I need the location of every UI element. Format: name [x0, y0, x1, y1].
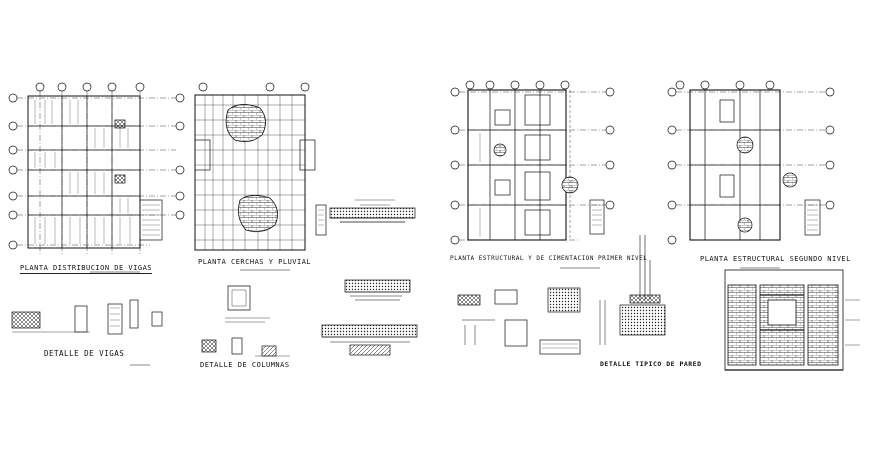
grid-axis-bubble: [8, 82, 185, 250]
second-level-plan: [667, 80, 835, 245]
second-level-title: PLANTA ESTRUCTURAL SEGUNDO NIVEL: [700, 255, 851, 263]
column-detail-title: DETALLE DE COLUMNAS: [200, 361, 290, 369]
beam-detail-title: DETALLE DE VIGAS: [44, 349, 125, 358]
section-details-left: [321, 199, 418, 356]
first-level-title: PLANTA ESTRUCTURAL Y DE CIMENTACION PRIM…: [450, 255, 648, 262]
truss-plan-title: PLANTA CERCHAS Y PLUVIAL: [198, 258, 312, 266]
column-details: [201, 285, 290, 357]
first-level-plan: [450, 80, 615, 245]
foundation-details: [457, 235, 666, 355]
truss-plan: [194, 82, 327, 251]
beam-layout-plan: [8, 82, 185, 255]
beam-layout-title: PLANTA DISTRIBUCION DE VIGAS: [20, 264, 153, 274]
wall-detail-title: DETALLE TIPICO DE PARED: [600, 360, 702, 368]
grid-axis-bubble: [198, 82, 310, 92]
grid-axis-bubble: [450, 80, 615, 245]
beam-details: [11, 299, 163, 366]
grid-axis-bubble: [667, 80, 835, 245]
wall-detail: [724, 269, 860, 371]
